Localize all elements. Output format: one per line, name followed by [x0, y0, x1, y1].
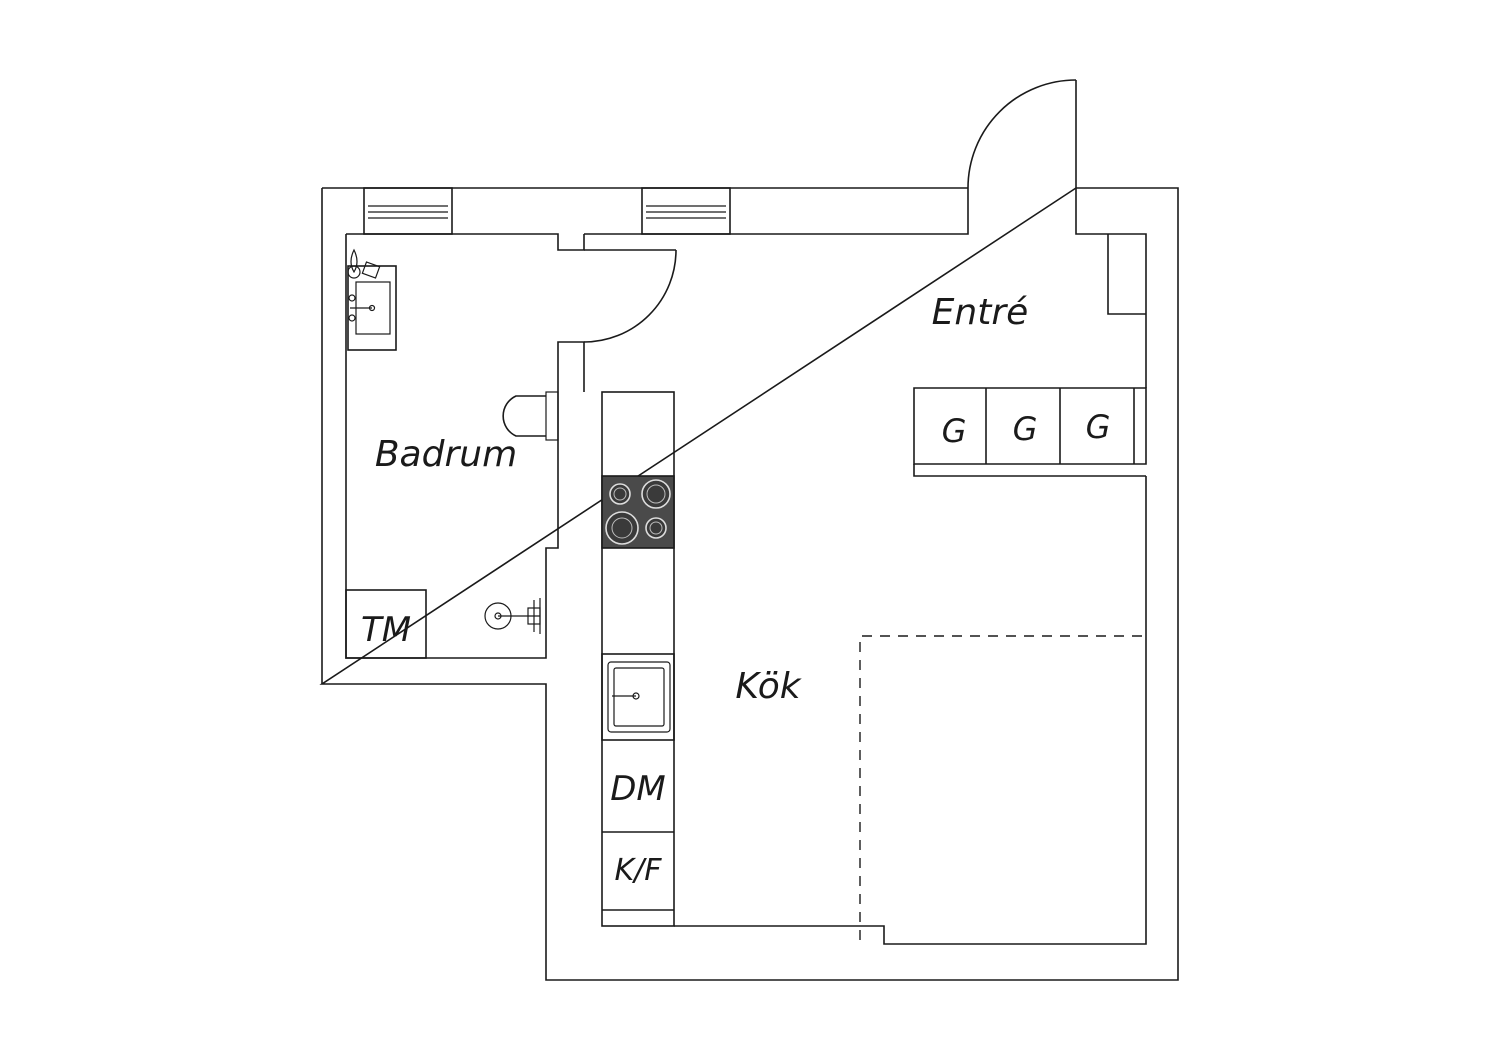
fridge-freezer: K/F: [602, 853, 674, 911]
washing-machine-label: TM: [361, 610, 411, 650]
wardrobe-label-1: G: [942, 412, 967, 450]
fridge-freezer-label: K/F: [614, 853, 662, 888]
bathroom-door[interactable]: [583, 249, 677, 343]
wardrobes: [913, 387, 1147, 477]
entrance-door[interactable]: [967, 79, 1077, 189]
washing-machine: TM: [345, 589, 427, 659]
wardrobe-label-2: G: [1013, 410, 1038, 448]
right-wall-inner: [674, 476, 1147, 945]
stove: [601, 475, 675, 549]
toilet: [502, 391, 559, 441]
bathroom-wall: [346, 233, 585, 251]
kitchen-counter: [601, 391, 675, 927]
outer-wall: [319, 187, 1179, 981]
room-label-kitchen: Kök: [735, 666, 802, 707]
room-label-bathroom: Badrum: [375, 434, 517, 475]
dishwasher: DM: [602, 769, 674, 833]
wardrobe-label-3: G: [1086, 408, 1111, 446]
entrance-closet: [1107, 234, 1146, 315]
bathroom-sink: [347, 248, 397, 351]
window-bathroom: [363, 187, 453, 235]
dashed-area: [859, 635, 1142, 944]
shower: [484, 598, 541, 634]
dishwasher-label: DM: [610, 769, 666, 809]
kitchen-sink: [601, 653, 675, 741]
room-label-entrance: Entré: [932, 292, 1029, 333]
window-kitchen: [641, 187, 731, 235]
